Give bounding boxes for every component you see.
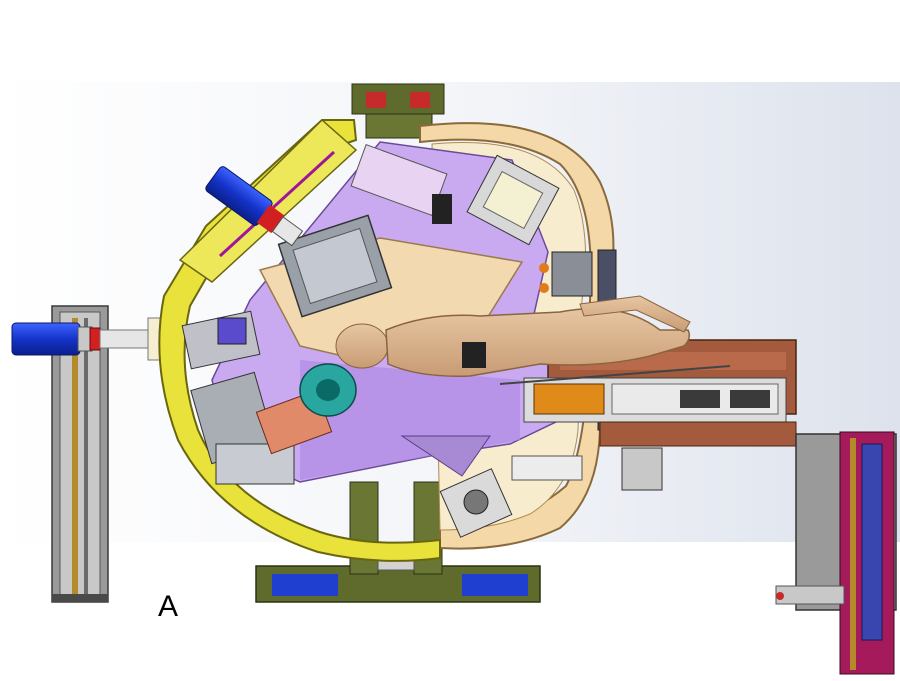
blue-cylinder-source-top — [205, 166, 304, 247]
detector-module-top — [466, 154, 560, 246]
right-top-box — [539, 251, 593, 297]
upper-electronics-box — [277, 214, 393, 318]
floor-base — [255, 481, 541, 603]
patient-phantom-figure — [335, 295, 691, 377]
left-gear-assembly — [181, 310, 261, 370]
violet-cone — [400, 435, 491, 477]
patient-couch — [499, 339, 797, 447]
right-vertical-stand — [775, 431, 897, 675]
panel-label: A — [158, 590, 179, 623]
lower-left-electronics — [190, 371, 333, 485]
teal-motor — [299, 363, 357, 417]
upper-bracket — [350, 143, 452, 224]
lower-detector-unit — [439, 447, 663, 538]
